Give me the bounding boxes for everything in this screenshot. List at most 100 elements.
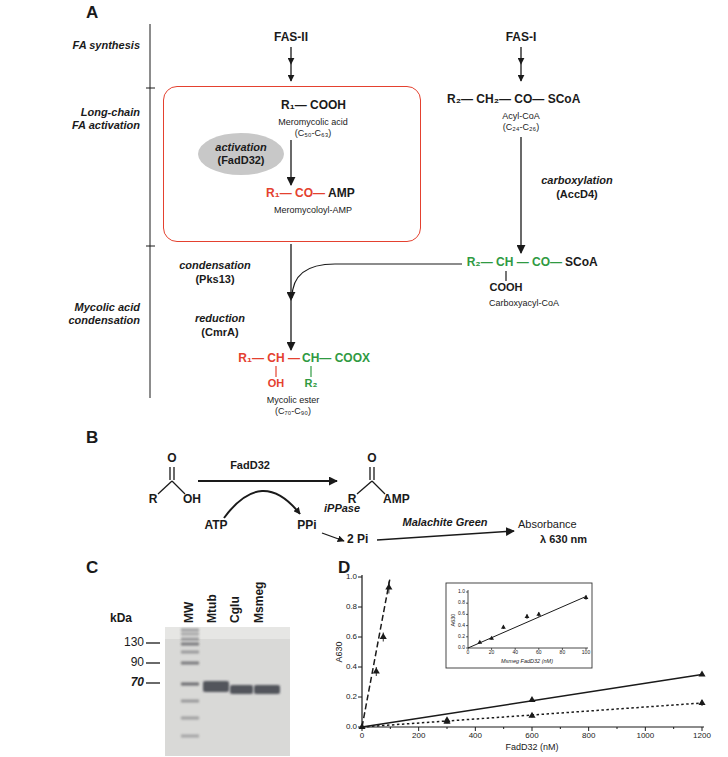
- figure-text: C: [86, 558, 98, 578]
- figure-text: 200: [412, 731, 425, 740]
- inset-frame: [446, 583, 592, 668]
- double-bond: [169, 467, 170, 480]
- node-text: Meromycoloyl-AMP: [274, 205, 352, 215]
- node-text: (FadD32): [217, 154, 264, 167]
- figure-text: 0.4: [346, 662, 357, 671]
- axis-tick: [466, 625, 468, 626]
- figure-text: reduction: [195, 312, 245, 325]
- figure-text: (C₂₄-C₂₆): [503, 122, 539, 132]
- figure-text: Mycolic ester: [267, 395, 320, 405]
- chemical-bond: [275, 366, 276, 377]
- panel-divider: [150, 24, 151, 398]
- figure-text: 0: [360, 731, 364, 740]
- figure-text: 60: [536, 650, 542, 656]
- figure-text: 0: [467, 650, 470, 656]
- axis-tick: [390, 727, 391, 729]
- axis-tick: [466, 592, 468, 593]
- size-tick: [146, 642, 160, 643]
- inset-data-point: [489, 636, 494, 640]
- divider-tick: [146, 246, 155, 247]
- figure-text: Acyl-CoA: [502, 111, 540, 121]
- figure-text: λ 630 nm: [540, 533, 587, 546]
- figure-text: carboxylation: [541, 174, 613, 187]
- marker-band: [181, 735, 199, 738]
- data-point: [358, 723, 365, 729]
- double-bond: [373, 467, 374, 480]
- axis-tick: [358, 697, 362, 698]
- figure-text: FAS-II: [274, 31, 308, 45]
- figure-text: CH— COOX: [302, 352, 370, 366]
- node-text: R₁— CO—: [266, 187, 325, 201]
- axis-tick: [532, 727, 533, 731]
- figure-text: 70: [131, 676, 144, 690]
- figure-text: 130: [124, 636, 144, 650]
- figure-text: Absorbance: [518, 518, 577, 531]
- marker-band: [181, 629, 199, 632]
- figure-text: 1000: [636, 731, 654, 740]
- chemical-bond: [357, 481, 372, 494]
- figure-text: 800: [582, 731, 595, 740]
- synthesis-arrow: [290, 47, 291, 64]
- gel-sheen: [165, 627, 290, 639]
- double-bond: [369, 467, 370, 480]
- chart-axis: [362, 575, 704, 727]
- figure-text: FAS-I: [506, 31, 537, 45]
- figure-text: FA synthesis: [73, 39, 140, 52]
- figure-text: R: [149, 493, 158, 507]
- release-curve: [224, 491, 300, 518]
- inset-data-point: [501, 625, 506, 629]
- figure-text: Mycolic acid condensation: [60, 301, 140, 326]
- axis-tick: [447, 727, 448, 729]
- figure-text: COOH: [490, 281, 523, 294]
- figure-text: R₂: [305, 377, 318, 390]
- fit-line-solid: [362, 675, 702, 728]
- figure-text: Long-chain FA activation: [67, 106, 140, 131]
- figure-text: 0.0: [458, 645, 465, 651]
- data-point: [380, 633, 387, 639]
- data-point: [385, 583, 392, 589]
- figure-text: 400: [469, 731, 482, 740]
- figure-text: A630: [450, 614, 456, 627]
- figure-text: Msmeg: [253, 582, 267, 623]
- double-bond: [173, 467, 174, 480]
- figure-text: A: [86, 3, 98, 23]
- figure-text: MW: [183, 602, 197, 623]
- figure-text: 2 Pi: [347, 533, 368, 547]
- protein-band: [203, 681, 229, 692]
- figure-text: Carboxyacyl-CoA: [489, 298, 559, 308]
- fit-line-dotted: [362, 703, 702, 727]
- figure-text: 20: [489, 650, 495, 656]
- chemical-bond: [505, 271, 506, 281]
- carboxylation-arrow: [520, 137, 521, 253]
- axis-tick: [466, 614, 468, 615]
- figure-text: R₂— CH₂— CO— SCoA: [447, 93, 580, 107]
- marker-band: [181, 683, 199, 686]
- figure-text: B: [86, 428, 98, 448]
- figure-text: O: [367, 452, 376, 466]
- data-point: [443, 718, 450, 724]
- marker-band: [181, 643, 199, 646]
- chemical-bond: [310, 366, 311, 377]
- figure-text: AMP: [383, 493, 410, 507]
- data-point: [698, 699, 705, 705]
- figure-text: (CmrA): [201, 326, 238, 339]
- axis-tick: [645, 727, 646, 731]
- figure-text: OH: [183, 493, 201, 507]
- axis-tick: [617, 727, 618, 729]
- figure-text: Malachite Green: [403, 516, 488, 529]
- merge-curve: [292, 264, 462, 298]
- figure-text: 0.2: [458, 634, 465, 640]
- synthesis-arrow: [520, 64, 521, 81]
- figure-text: condensation: [179, 259, 251, 272]
- inset-fit-line: [468, 596, 586, 648]
- inset-axis: [468, 590, 588, 648]
- node-text: R₁— COOH: [281, 99, 346, 113]
- figure-text: SCoA: [565, 256, 598, 270]
- reaction-arrow: [198, 480, 337, 482]
- data-point: [528, 712, 535, 718]
- axis-tick: [503, 727, 504, 729]
- figure-text: kDa: [110, 612, 132, 626]
- axis-tick: [358, 637, 362, 638]
- axis-tick: [358, 607, 362, 608]
